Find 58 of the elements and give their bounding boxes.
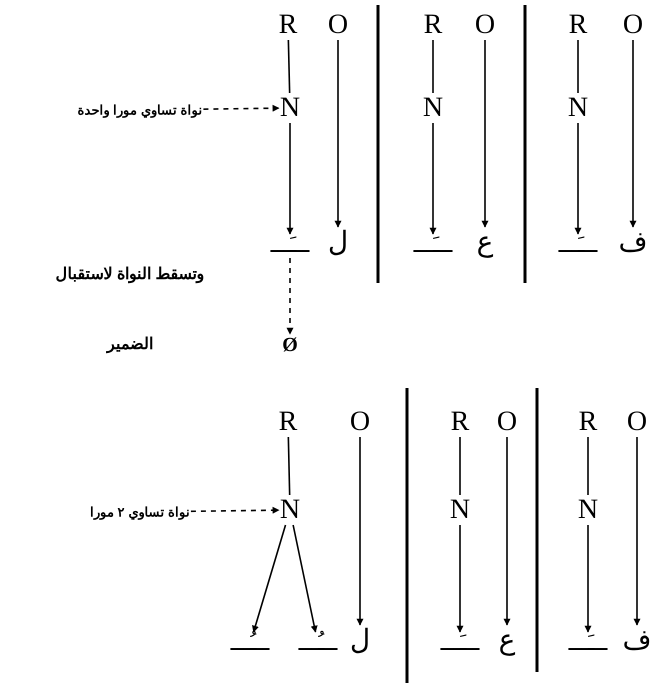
syllable-symbol: N [568, 94, 588, 122]
arrow [634, 437, 640, 626]
arrow [334, 40, 342, 228]
vowel-slot: ـــَـــ [558, 235, 598, 257]
arrow [286, 123, 294, 235]
stem-line [577, 40, 579, 93]
vowel-slot: ـــُـــ [230, 633, 270, 655]
syllable-symbol: O [328, 11, 348, 39]
syllable-symbol: R [278, 11, 298, 39]
arrow [584, 525, 592, 633]
vowel-slot: ـــَـــ [414, 235, 452, 257]
arrow [630, 40, 636, 228]
consonant-letter: ع [476, 228, 494, 256]
arrow [292, 524, 318, 633]
leader-arrow [190, 506, 280, 514]
syllable-symbol: O [496, 408, 518, 436]
syllable-symbol: O [622, 11, 644, 39]
syllable-symbol: R [568, 11, 588, 39]
stem-line [587, 437, 589, 495]
vowel-slot: ـــَـــ [270, 235, 310, 257]
annotation-text: وتسقط النواة لاستقبال [56, 267, 204, 283]
syllable-symbol: N [280, 496, 300, 524]
syllable-symbol: O [626, 408, 648, 436]
annotation-text: نواة تساوي ٢ مورا [90, 506, 190, 518]
consonant-letter: ع [498, 626, 516, 654]
vowel-slot: ـــُـــ [298, 633, 338, 655]
stem-line [459, 437, 461, 495]
arrow [482, 40, 488, 228]
syllable-symbol: R [424, 11, 442, 39]
syllable-symbol: N [422, 94, 444, 122]
consonant-letter: ف [622, 626, 652, 654]
annotation-text: نواة تساوي مورا واحدة [78, 104, 202, 116]
stem-line [432, 40, 434, 93]
syllable-symbol: R [278, 408, 298, 436]
stem-line [288, 436, 290, 496]
consonant-letter: ف [618, 228, 648, 256]
syllable-symbol: N [578, 496, 598, 524]
leader-arrow [286, 258, 294, 335]
arrow [252, 524, 286, 633]
annotation-text: الضمير [107, 337, 153, 353]
syllable-symbol: R [578, 408, 598, 436]
arrow [504, 437, 510, 626]
arrow [574, 123, 582, 235]
arrow [456, 525, 464, 633]
consonant-letter: ل [328, 228, 348, 256]
syllable-symbol: O [350, 408, 370, 436]
arrow [356, 437, 364, 626]
stem-line [288, 40, 290, 94]
syllable-symbol: O [474, 11, 496, 39]
syllable-symbol: N [280, 94, 300, 122]
vowel-slot: ـــَـــ [440, 633, 480, 655]
syllable-symbol: N [450, 496, 470, 524]
arrow [430, 123, 436, 235]
syllable-symbol: R [450, 408, 470, 436]
consonant-letter: ل [350, 626, 370, 654]
null-symbol: Ø [282, 335, 298, 355]
leader-arrow [203, 104, 280, 112]
vowel-slot: ـــَـــ [568, 633, 608, 655]
